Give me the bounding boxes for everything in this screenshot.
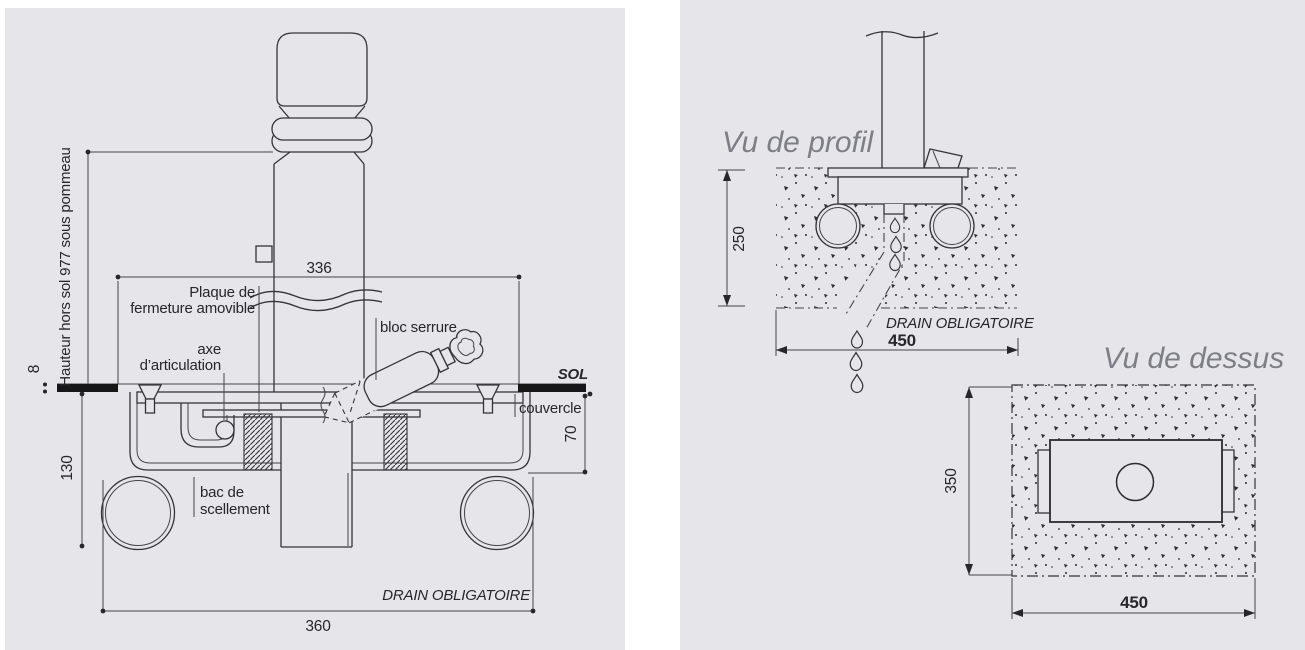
section-view-panel: Hauteur hors sol 977 sous pommeau 8 336 … xyxy=(5,8,625,650)
profile-depth-dimension: 250 xyxy=(718,169,748,307)
top-view-title: Vu de dessus xyxy=(1103,342,1284,375)
profile-drain-notch xyxy=(883,204,905,215)
height-note-label: Hauteur hors sol 977 sous pommeau xyxy=(57,147,74,386)
dim-336-label: 336 xyxy=(306,260,331,277)
bollard-drawing xyxy=(249,32,383,392)
lock-and-key xyxy=(323,329,484,424)
dim-360-label: 360 xyxy=(305,618,331,635)
tray-outer-wall xyxy=(129,392,531,471)
profile-latch-wedge xyxy=(923,148,963,169)
cover-plate xyxy=(136,391,524,404)
key-bow xyxy=(449,329,484,365)
profile-view: Vu de profil xyxy=(718,31,1035,394)
cover-screw-left xyxy=(137,384,163,414)
top-view: Vu de dessus 350 xyxy=(943,342,1284,619)
key-collar-2 xyxy=(439,346,457,367)
profile-box xyxy=(837,176,963,205)
section-view-drawing: Hauteur hors sol 977 sous pommeau 8 336 … xyxy=(26,32,593,635)
top-concrete-border xyxy=(1011,384,1256,577)
tray-label-1: bac de xyxy=(200,484,244,501)
top-width-dimension: 450 xyxy=(1011,578,1256,619)
ground-bar-left xyxy=(57,384,118,392)
post-break-wave xyxy=(865,31,939,39)
views-drawing: Vu de profil xyxy=(718,31,1284,619)
closure-plate xyxy=(202,409,421,418)
closure-plate-label-2: fermeture amovible xyxy=(130,300,255,317)
drain-pipe-right xyxy=(459,475,535,551)
pivot-bracket-outer xyxy=(180,392,235,448)
dim-130-label: 130 xyxy=(59,455,76,481)
cover-label: couvercle xyxy=(519,400,581,417)
top-tray xyxy=(1049,439,1223,523)
ground-bar-right xyxy=(518,384,586,392)
views-panel: Vu de profil xyxy=(680,0,1305,650)
dim-250-label: 250 xyxy=(731,226,748,252)
profile-dim-450-label: 450 xyxy=(888,331,916,350)
profile-width-dimension: DRAIN OBLIGATOIRE 450 xyxy=(775,310,1035,356)
dimensions xyxy=(79,149,588,614)
top-tab-left xyxy=(1037,449,1051,514)
break-wave-lower xyxy=(249,299,383,312)
cover-screw-right xyxy=(475,384,501,414)
ground-label: SOL xyxy=(558,366,588,383)
spring-right xyxy=(383,413,408,471)
top-height-dimension: 350 xyxy=(943,386,1012,576)
ground-sleeve-tube xyxy=(280,403,353,548)
ground-line xyxy=(43,382,593,397)
closure-plate-label-1: Plaque de xyxy=(189,284,255,301)
drain-channel-right xyxy=(865,214,905,330)
pivot-axis-label-2: d’articulation xyxy=(140,357,221,374)
profile-pipe-right xyxy=(929,203,975,249)
spring-left xyxy=(243,413,273,471)
profile-pipe-left xyxy=(815,203,861,249)
drain-pipe-left xyxy=(100,475,176,551)
lock-block-label: bloc serrure xyxy=(380,319,457,336)
dim-350-label: 350 xyxy=(943,468,960,494)
bollard-collar-upper xyxy=(271,117,373,141)
pivot-axis-label-1: axe xyxy=(197,341,221,358)
bollard-cap xyxy=(276,32,368,107)
profile-post xyxy=(865,31,939,168)
top-dim-450-label: 450 xyxy=(1120,593,1148,612)
dim-70-label: 70 xyxy=(563,425,580,442)
tray-inner-wall xyxy=(136,392,524,464)
top-sleeve-hole xyxy=(1115,462,1155,502)
pivot-pin xyxy=(215,420,235,440)
drain-channel-left xyxy=(845,214,885,315)
tray-label-2: scellement xyxy=(200,501,271,518)
foundation-box-drawing xyxy=(100,384,535,551)
profile-drain-label: DRAIN OBLIGATOIRE xyxy=(886,315,1035,332)
shaft-detail-square xyxy=(255,245,273,263)
break-wave-upper xyxy=(249,289,383,302)
plate-break-squiggle xyxy=(320,386,326,424)
drain-mandatory-label: DRAIN OBLIGATOIRE xyxy=(382,587,531,604)
profile-top-plate xyxy=(827,167,969,178)
dim-8-label: 8 xyxy=(26,365,43,373)
top-tab-right xyxy=(1221,449,1235,513)
profile-view-title: Vu de profil xyxy=(722,126,875,159)
